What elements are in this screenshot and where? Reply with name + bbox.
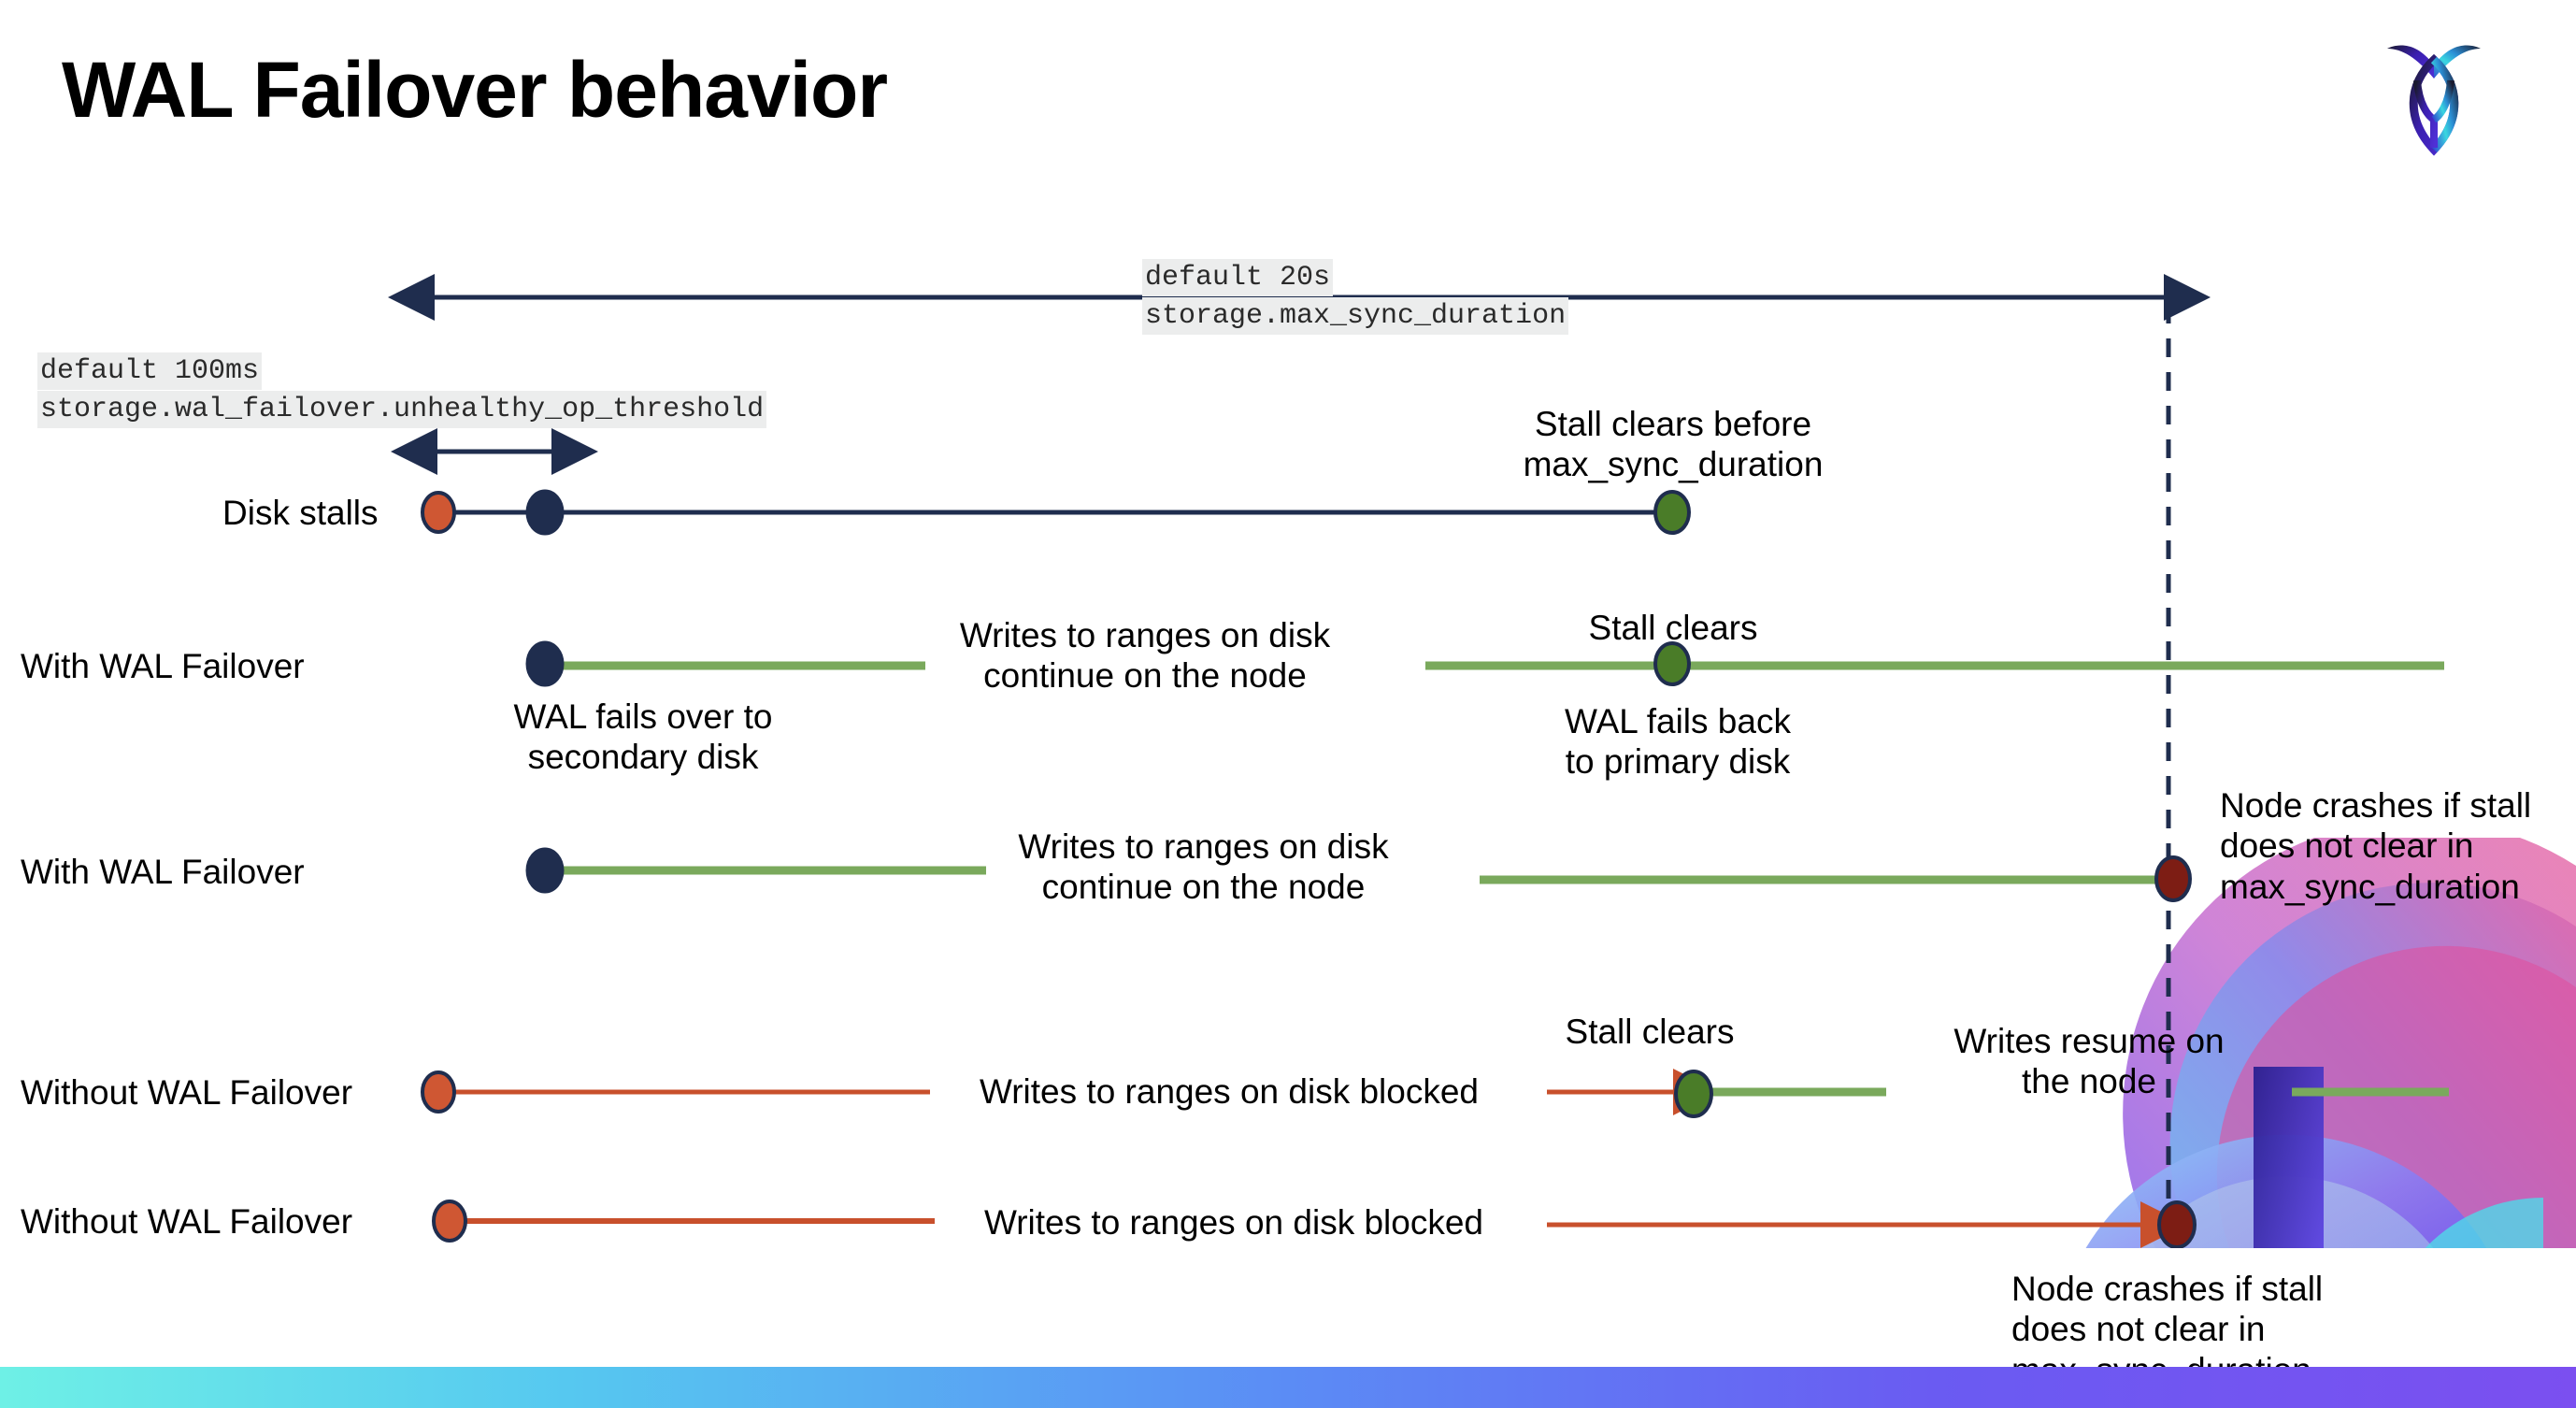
max-sync-duration-setting-chip: storage.max_sync_duration: [1142, 297, 1569, 336]
row-without-wal-failover-2: [432, 1200, 2197, 1249]
annotation-writes-continue-1: Writes to ranges on disk continue on the…: [959, 616, 1331, 696]
unhealthy-op-threshold-setting-chip: storage.wal_failover.unhealthy_op_thresh…: [37, 391, 767, 429]
row-with-wal-failover-2: [525, 847, 2192, 902]
row-label-with-wal-failover-1: With WAL Failover: [21, 647, 305, 685]
row-label-with-wal-failover-2: With WAL Failover: [21, 853, 305, 891]
row-label-disk-stalls: Disk stalls: [222, 494, 379, 532]
stall-start-dot: [432, 1200, 467, 1243]
annotation-stall-clears-2: Stall clears: [1565, 1013, 1735, 1051]
stall-start-dot: [421, 491, 456, 534]
annotation-writes-continue-2: Writes to ranges on disk continue on the…: [1018, 827, 1389, 907]
failover-dot: [525, 847, 565, 894]
row-label-without-wal-failover-2: Without WAL Failover: [21, 1202, 353, 1241]
stall-start-dot: [421, 1070, 456, 1113]
stall-clear-dot: [1653, 641, 1691, 686]
row-without-wal-failover-1: [421, 1069, 2449, 1118]
failover-dot: [525, 640, 565, 687]
page-title: WAL Failover behavior: [62, 46, 888, 134]
annotation-stall-clears-1: Stall clears: [1588, 609, 1758, 647]
unhealthy-op-threshold-default-chip: default 100ms: [37, 352, 263, 391]
annotation-writes-resume: Writes resume on the node: [1953, 1022, 2225, 1101]
annotation-wal-fails-back: WAL fails back to primary disk: [1565, 702, 1791, 782]
node-crash-dot: [2157, 1200, 2197, 1249]
node-crash-dot: [2154, 855, 2192, 902]
row-label-without-wal-failover-1: Without WAL Failover: [21, 1073, 353, 1112]
stall-clear-dot: [1674, 1070, 1713, 1118]
cockroachdb-logo-icon: [2387, 45, 2481, 156]
annotation-node-crashes-1: Node crashes if stall does not clear in …: [2220, 786, 2532, 906]
max-sync-duration-default-chip: default 20s: [1142, 259, 1334, 297]
annotation-writes-blocked-1: Writes to ranges on disk blocked: [979, 1072, 1480, 1111]
annotation-writes-blocked-2: Writes to ranges on disk blocked: [983, 1203, 1484, 1242]
annotation-wal-fails-over: WAL fails over to secondary disk: [513, 697, 773, 777]
annotation-stall-clears-before: Stall clears before max_sync_duration: [1523, 405, 1824, 484]
row-with-wal-failover-1: [525, 640, 2444, 687]
stall-clear-dot: [1653, 490, 1691, 535]
bottom-gradient-bar: [0, 1367, 2576, 1408]
failover-dot: [525, 489, 565, 536]
row-disk-stalls: [421, 489, 1691, 536]
